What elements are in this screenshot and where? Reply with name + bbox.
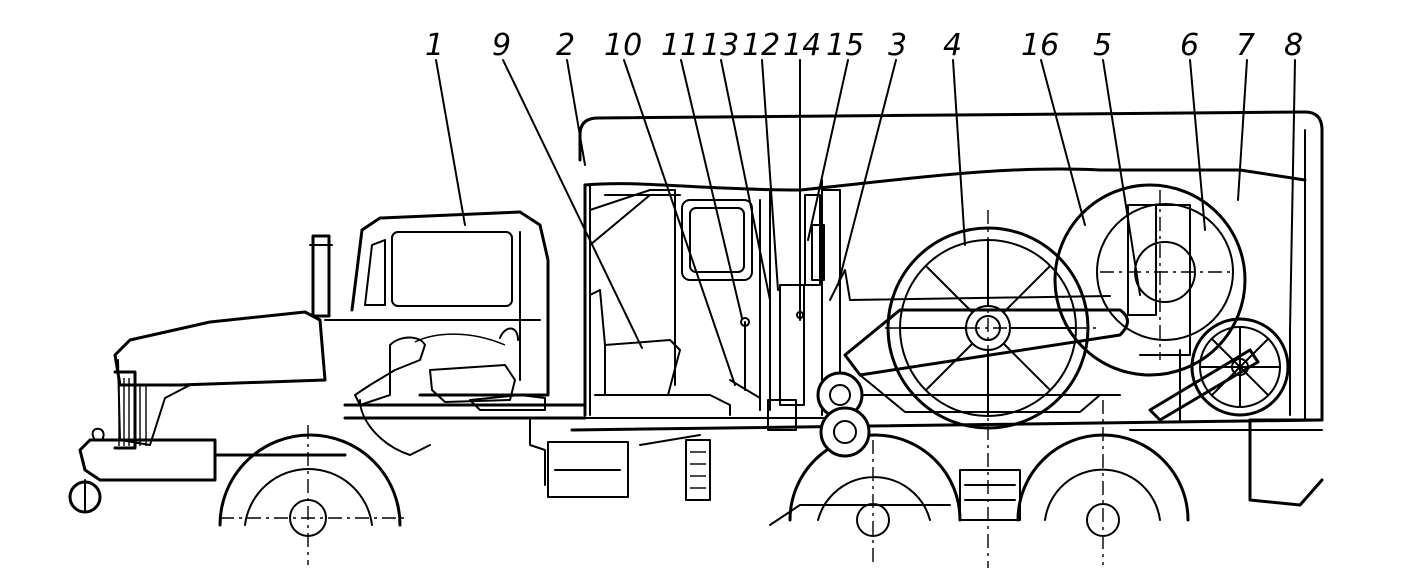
label-1: 1 [425,28,444,63]
operator-cabin [589,189,797,431]
rear-wheels [769,433,1190,537]
control-panel [779,179,841,416]
cable-drum [886,226,1090,430]
van-body [570,110,1324,507]
label-2: 2 [556,28,575,63]
boom-arm [816,269,1129,458]
callout-labels: 1 9 2 10 11 13 12 14 15 3 4 16 5 6 7 8 [425,28,1303,63]
label-15: 15 [826,28,864,63]
label-14: 14 [783,28,821,63]
leader-lines [435,59,1296,386]
small-reel [1148,317,1291,422]
label-13: 13 [701,28,739,63]
front-wheel [218,433,402,537]
label-16: 16 [1021,28,1059,63]
label-4: 4 [943,28,962,63]
label-3: 3 [888,28,907,63]
exhaust-stack [309,234,333,318]
chassis-frame [213,403,711,501]
label-9: 9 [492,28,511,63]
rear-reels [1053,183,1247,377]
label-10: 10 [604,28,642,63]
label-7: 7 [1236,28,1255,63]
label-5: 5 [1093,28,1112,63]
label-8: 8 [1284,28,1303,63]
label-11: 11 [661,28,699,63]
label-12: 12 [742,28,780,63]
tractor-hood [68,310,327,514]
label-6: 6 [1180,28,1199,63]
tractor-cab [324,210,550,397]
